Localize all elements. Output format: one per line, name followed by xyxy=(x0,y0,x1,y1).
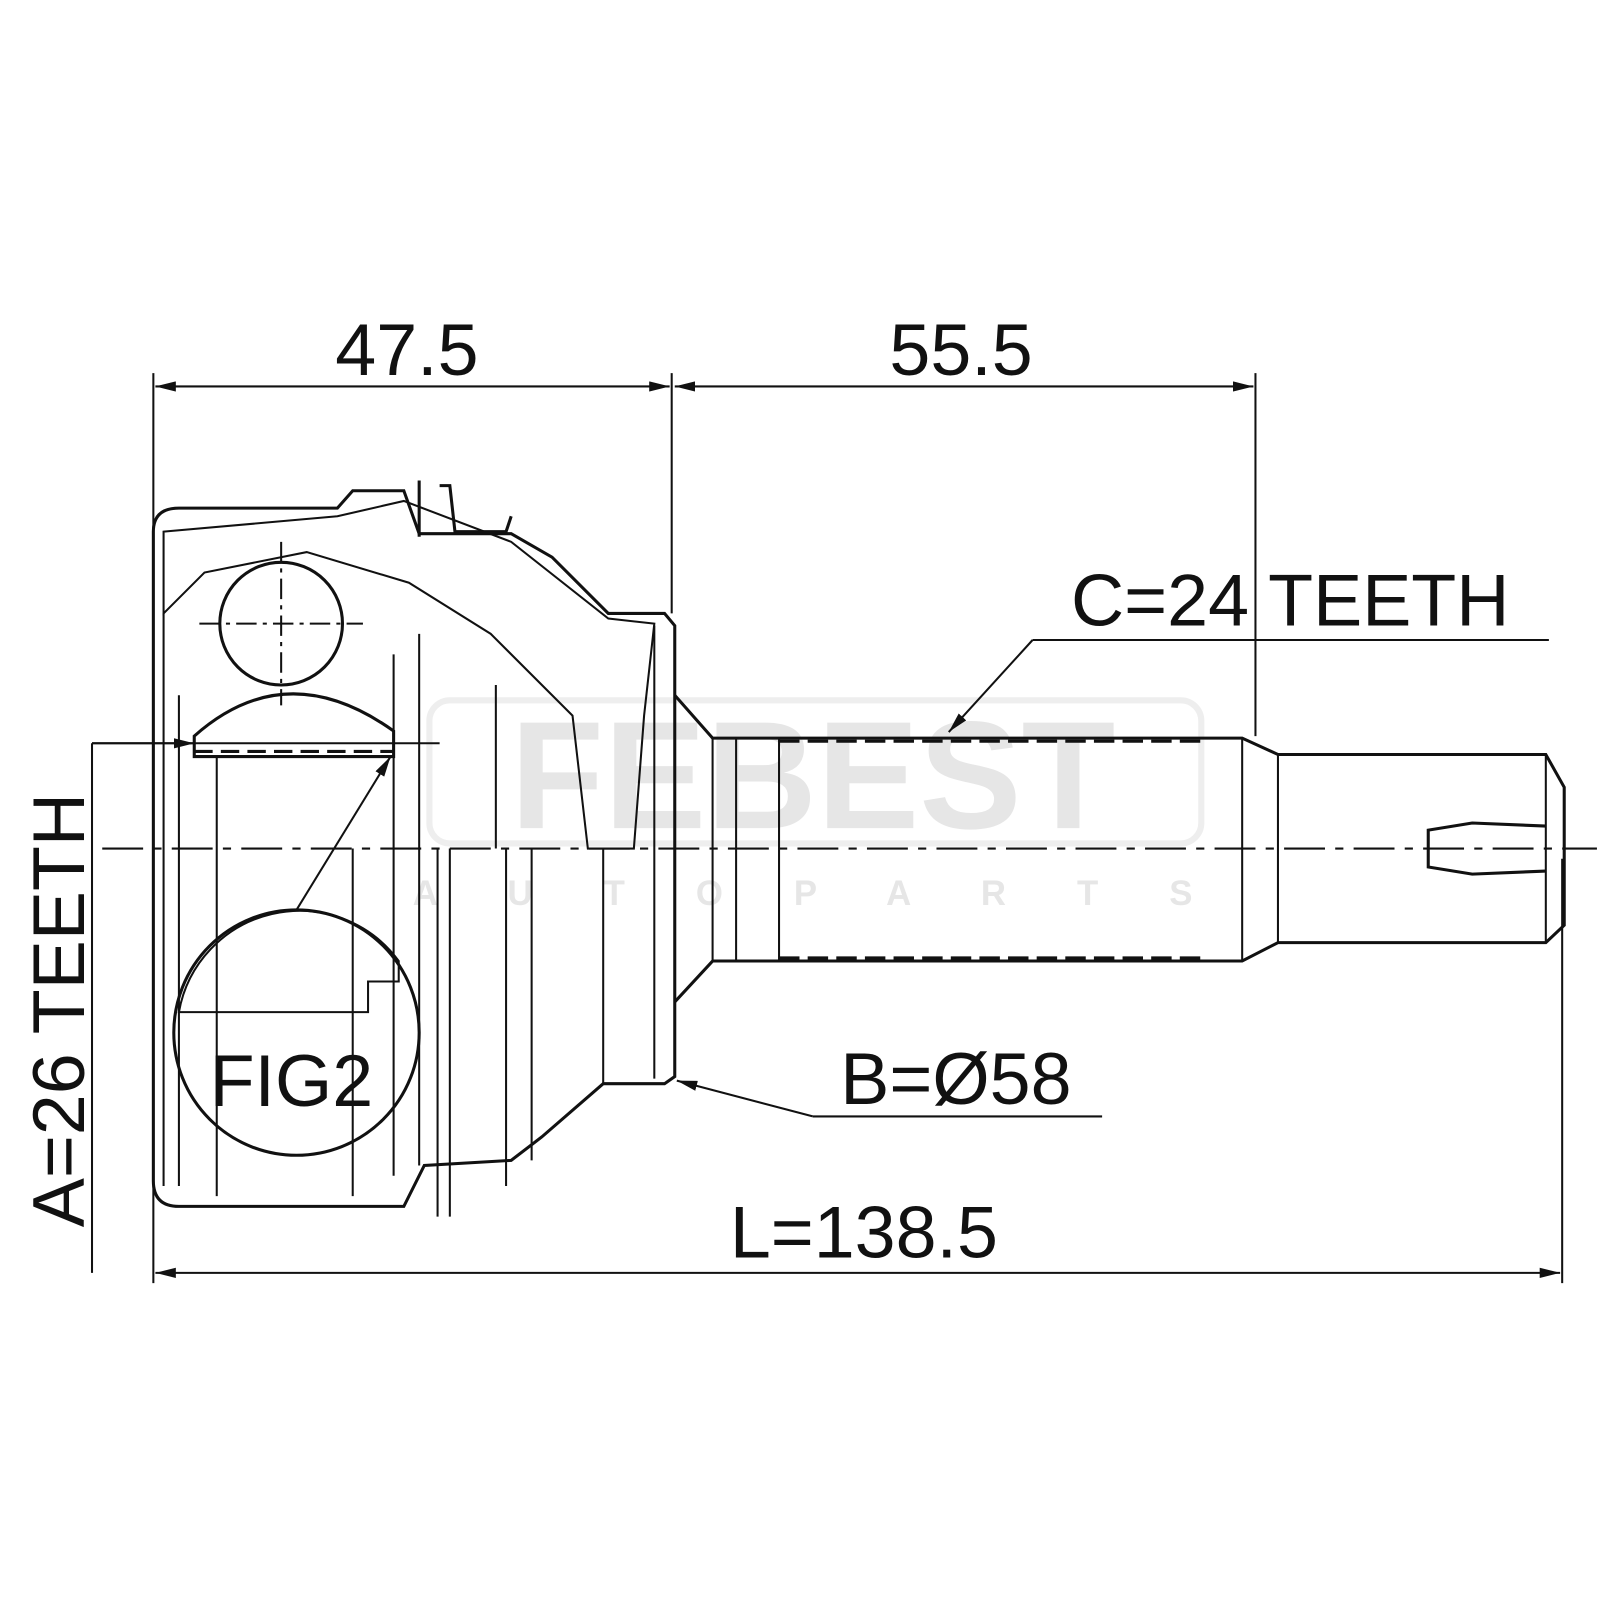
dim-shaft-length: 55.5 xyxy=(889,308,1032,391)
dim-outer-spline: C=24 TEETH xyxy=(1071,559,1509,642)
shaft-steps xyxy=(711,738,1547,962)
watermark-frame xyxy=(426,697,1205,847)
fig2-label: FIG2 xyxy=(210,1039,374,1122)
housing-section-hatch xyxy=(162,499,656,850)
dim-inner-spline: A=26 TEETH xyxy=(17,793,100,1227)
dim-housing-length: 47.5 xyxy=(335,308,478,391)
seal-diameter-leader xyxy=(676,1079,814,1118)
fig2-leader xyxy=(295,756,392,911)
axle-shaft xyxy=(673,694,1566,1003)
dim-seal-diameter: B=Ø58 xyxy=(840,1037,1071,1120)
watermark: FEBEST A U T O P A R T S xyxy=(413,690,1223,913)
watermark-tagline: A U T O P A R T S xyxy=(413,875,1223,913)
inner-race xyxy=(192,692,396,759)
center-hole xyxy=(1426,821,1546,876)
fig2-detail: FIG2 xyxy=(172,756,421,1157)
outer-spline-leader xyxy=(947,639,1034,733)
housing-ribs xyxy=(162,613,656,1217)
clamp-tab xyxy=(439,484,513,534)
watermark-brand: FEBEST xyxy=(510,690,1115,861)
dim-total-length: L=138.5 xyxy=(730,1191,998,1274)
outer-housing xyxy=(151,489,677,1208)
